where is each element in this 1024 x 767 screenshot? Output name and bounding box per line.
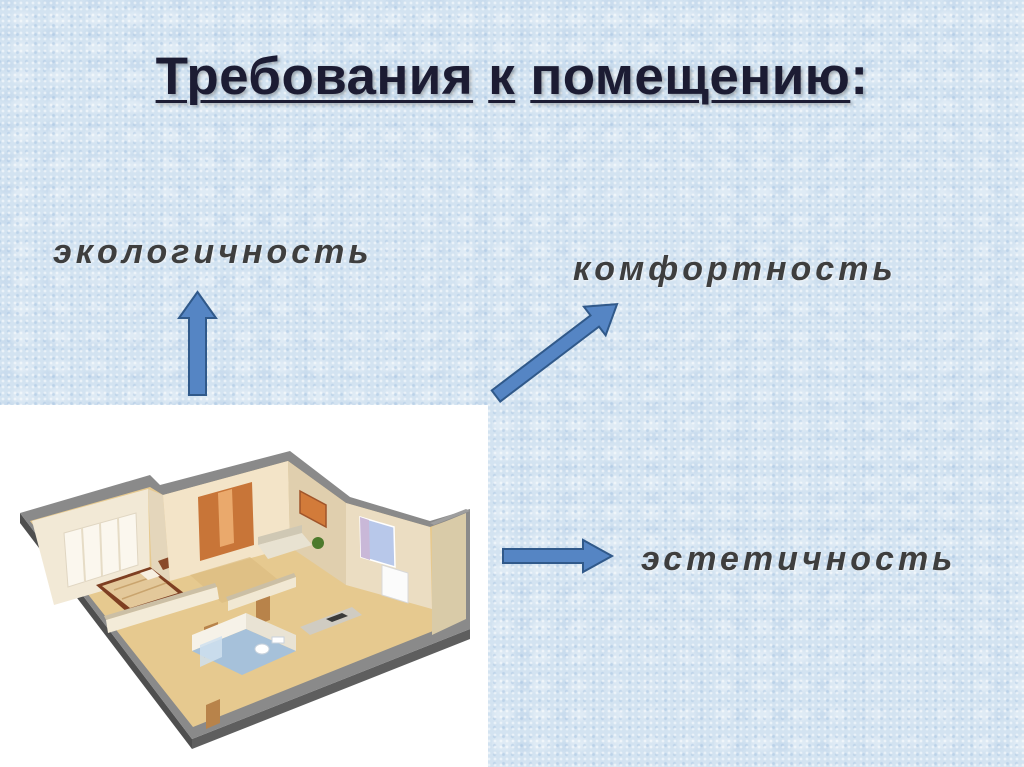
kitchen-curtain [360, 517, 370, 560]
bed-blanket-stripe-2 [121, 582, 167, 600]
apartment-image [0, 405, 488, 767]
arrow-up-right-icon [490, 302, 619, 403]
hall-partition-wall [106, 587, 219, 633]
kitchen-appliance [381, 564, 409, 604]
bed-blanket [102, 570, 178, 608]
bedroom-curtain-fold-3 [117, 517, 121, 572]
shower-glass [200, 636, 222, 667]
arrow-right-icon [502, 538, 615, 574]
bathroom-sink [271, 636, 285, 644]
title-word-requirements: Требования [155, 47, 474, 106]
title-colon: : [850, 47, 869, 106]
arrow-up-icon [177, 290, 218, 396]
bedroom-curtain-fold-2 [99, 522, 103, 577]
hall-partition-2-wall [228, 577, 296, 611]
sofa-back [258, 525, 302, 545]
bed-pillow [140, 569, 160, 580]
slide-title: Требования к помещению: [0, 45, 1024, 109]
slab-front-right-face [192, 629, 470, 749]
kitchen-stove [326, 613, 348, 622]
label-ecology: экологичность [53, 233, 373, 271]
title-word-to: к [488, 47, 516, 106]
toilet-icon [254, 643, 270, 655]
door-kitchen [256, 596, 270, 625]
bedroom-partition-wall [148, 489, 170, 581]
far-right-wall-top [430, 509, 470, 525]
apartment-floorplan-illustration [20, 451, 470, 749]
hall-partition-2-top [226, 573, 296, 601]
living-room-window-light [218, 489, 234, 547]
sofa-seat [258, 533, 312, 559]
hall-partition-top [104, 583, 217, 620]
far-right-wall [432, 513, 466, 635]
bedroom-curtain-fold-1 [81, 527, 86, 582]
title-word-room: помещению [530, 47, 851, 106]
label-aesthetics: эстетичность [641, 540, 957, 578]
plant-icon [312, 537, 324, 549]
bathroom-back-wall-left [192, 613, 246, 651]
wall-picture [299, 489, 327, 529]
label-comfort: комфортность [573, 250, 897, 288]
entrance-door [206, 699, 220, 729]
